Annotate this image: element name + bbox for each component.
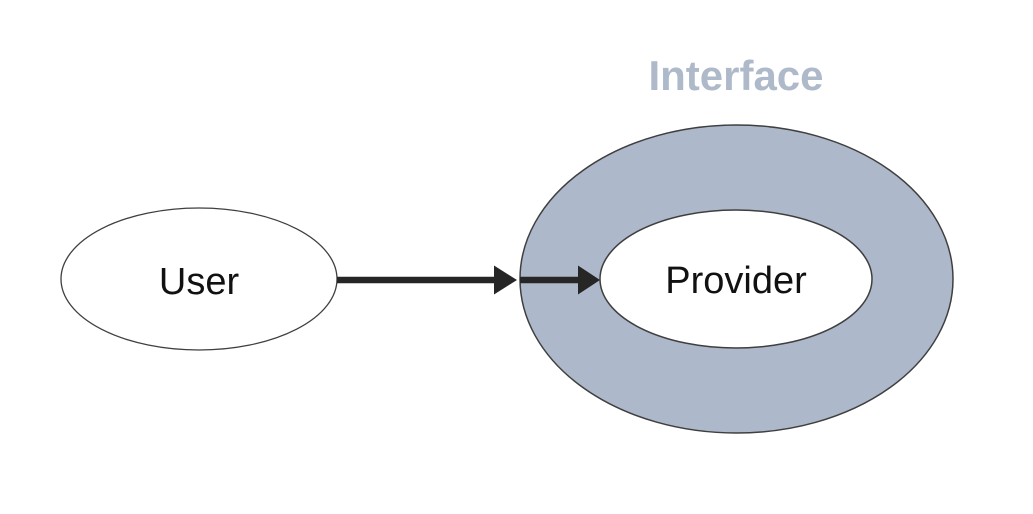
user-node (61, 208, 337, 350)
arrowhead-2 (578, 265, 600, 295)
provider-node (600, 210, 872, 348)
interface-label: Interface (648, 52, 823, 99)
provider-label: Provider (665, 260, 807, 302)
provider-node-outline (599, 209, 873, 349)
arrow-user-to-provider (337, 265, 600, 295)
arrowhead-1 (494, 265, 517, 295)
user-label: User (159, 261, 240, 303)
